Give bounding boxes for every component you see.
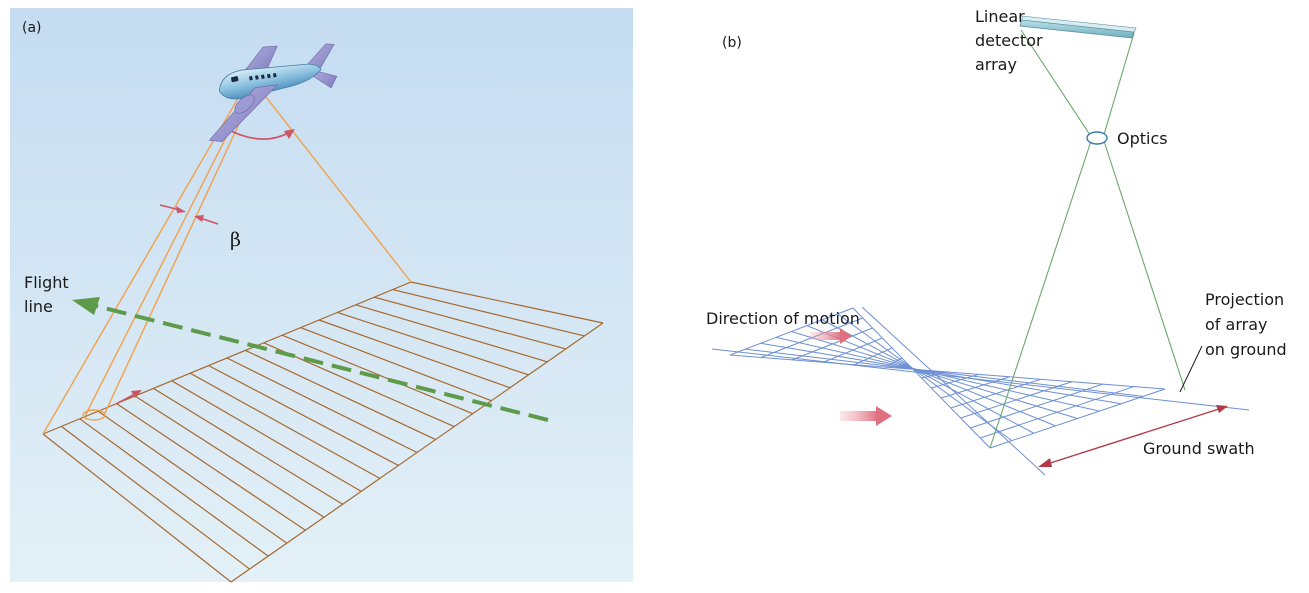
flight-line-label-2: line [24,297,53,316]
projection-label-1: Projection [1205,290,1284,309]
scan-line [116,403,306,531]
ground-swath-label: Ground swath [1143,439,1255,458]
scan-line [42,433,232,583]
panel-a-label: (a) [22,20,42,36]
scan-line [374,296,566,350]
beta-label: β [230,229,241,251]
scan-line [392,289,585,337]
ifov-line-1 [84,97,247,417]
ray-left-upper [1020,29,1093,139]
scan-beam [42,91,412,435]
beam-right-edge [261,91,412,283]
grid-line-along [745,348,1144,397]
aircraft-near-wing [208,84,279,142]
grid-line-along [852,307,991,449]
grid-line-along [760,342,1122,405]
projection-label-2: of array [1205,315,1267,334]
optics-label: Optics [1117,129,1168,148]
ifov-footprint [82,409,106,421]
motion-arrow-bottom [840,406,892,426]
scan-line [281,334,474,415]
scan-line [300,327,492,402]
sky-background [10,8,633,582]
aircraft-windows [230,72,277,83]
detector-label-3: array [975,55,1017,74]
scan-line [318,319,511,389]
ray-left-lower [989,137,1093,449]
scan-line [189,372,381,479]
detector-label-1: Linear [975,7,1025,26]
grid-line-along [822,319,1034,434]
direction-label: Direction of motion [706,309,860,328]
footprint-scan-arrow [115,390,142,405]
detector-label-2: detector [975,31,1043,50]
linear-detector-array [1019,15,1137,39]
grid-line-along [806,325,1056,427]
beta-arrows [159,204,219,225]
scan-line [61,425,250,570]
grid-line-along [791,331,1078,419]
scan-line [208,365,399,466]
panel-a: (a) β [10,8,633,583]
scan-line-grid [42,281,604,583]
scan-line [171,380,362,492]
aircraft [208,43,338,142]
scan-line [410,281,604,324]
ground-grid [711,306,1250,476]
flight-line-label-1: Flight [24,273,69,292]
projection-leader [1179,345,1203,393]
scan-line [245,349,436,441]
grid-extension-top [711,348,1250,411]
ray-right-upper [1102,32,1135,139]
scan-edge-near [42,281,412,435]
ground-swath-arrow [1038,405,1228,467]
aircraft-engine [234,94,255,114]
flight-line-arrow [72,297,549,422]
beam-left-edge [42,94,241,435]
optics-lens-icon [1086,131,1108,145]
scan-line [263,342,455,428]
scan-line [134,395,325,518]
aircraft-fuselage [218,63,322,100]
scan-line [79,418,269,557]
ifov-line-2 [103,97,252,416]
scan-line [337,311,529,376]
grid-extension-bottom [861,306,1046,476]
scan-line [153,387,343,505]
grid-line-along [729,354,1166,390]
scan-edge-far [230,322,604,583]
motion-arrow-top [810,328,852,344]
scan-line [355,304,548,363]
scan-line [97,410,288,544]
optic-rays [989,29,1186,449]
panel-b-label: (b) [722,35,742,51]
ray-right-lower [1102,137,1186,391]
panel-b: (b) Linear detector array Optics Directi… [706,7,1287,476]
projection-label-3: on ground [1205,340,1287,359]
grid-line-along [837,313,1013,442]
scan-line [226,357,418,454]
